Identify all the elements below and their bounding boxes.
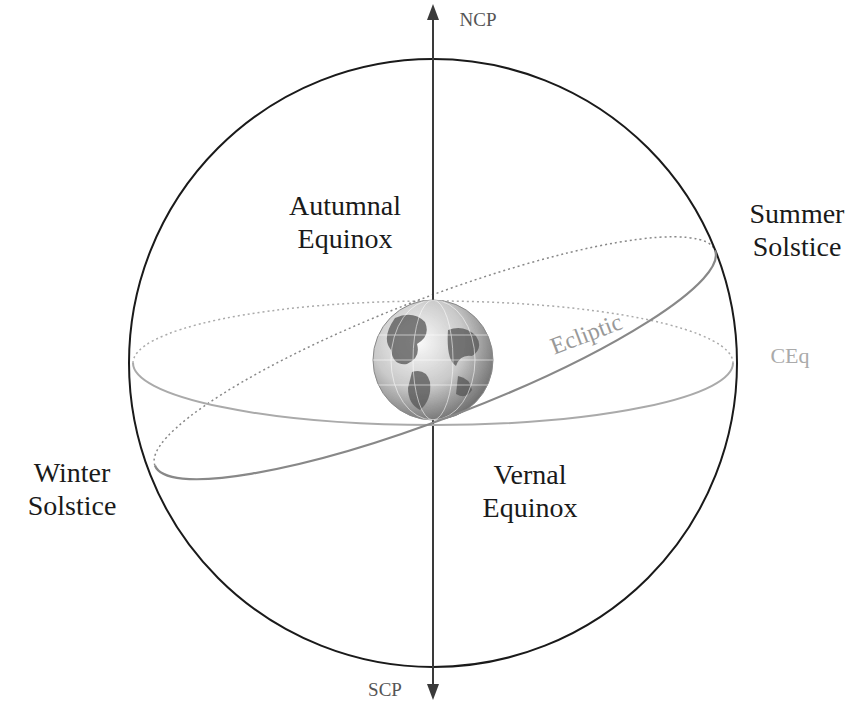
solstice-label: Summer Solstice (733, 197, 861, 263)
equator-label: CEq (770, 343, 809, 369)
axis-arrowhead (427, 4, 439, 20)
earth-globe (373, 300, 493, 420)
equinox-label: Vernal Equinox (465, 458, 595, 524)
ecliptic-label: Ecliptic (546, 308, 626, 361)
solstice-label: Winter Solstice (12, 456, 132, 522)
equinox-label: Autumnal Equinox (275, 189, 415, 255)
ecliptic-line (155, 250, 716, 479)
pole-label: NCP (460, 9, 497, 31)
pole-label: SCP (368, 679, 402, 701)
celestial-equator (133, 363, 733, 425)
ecliptic-back (154, 237, 715, 466)
axis-arrowhead (427, 684, 439, 700)
